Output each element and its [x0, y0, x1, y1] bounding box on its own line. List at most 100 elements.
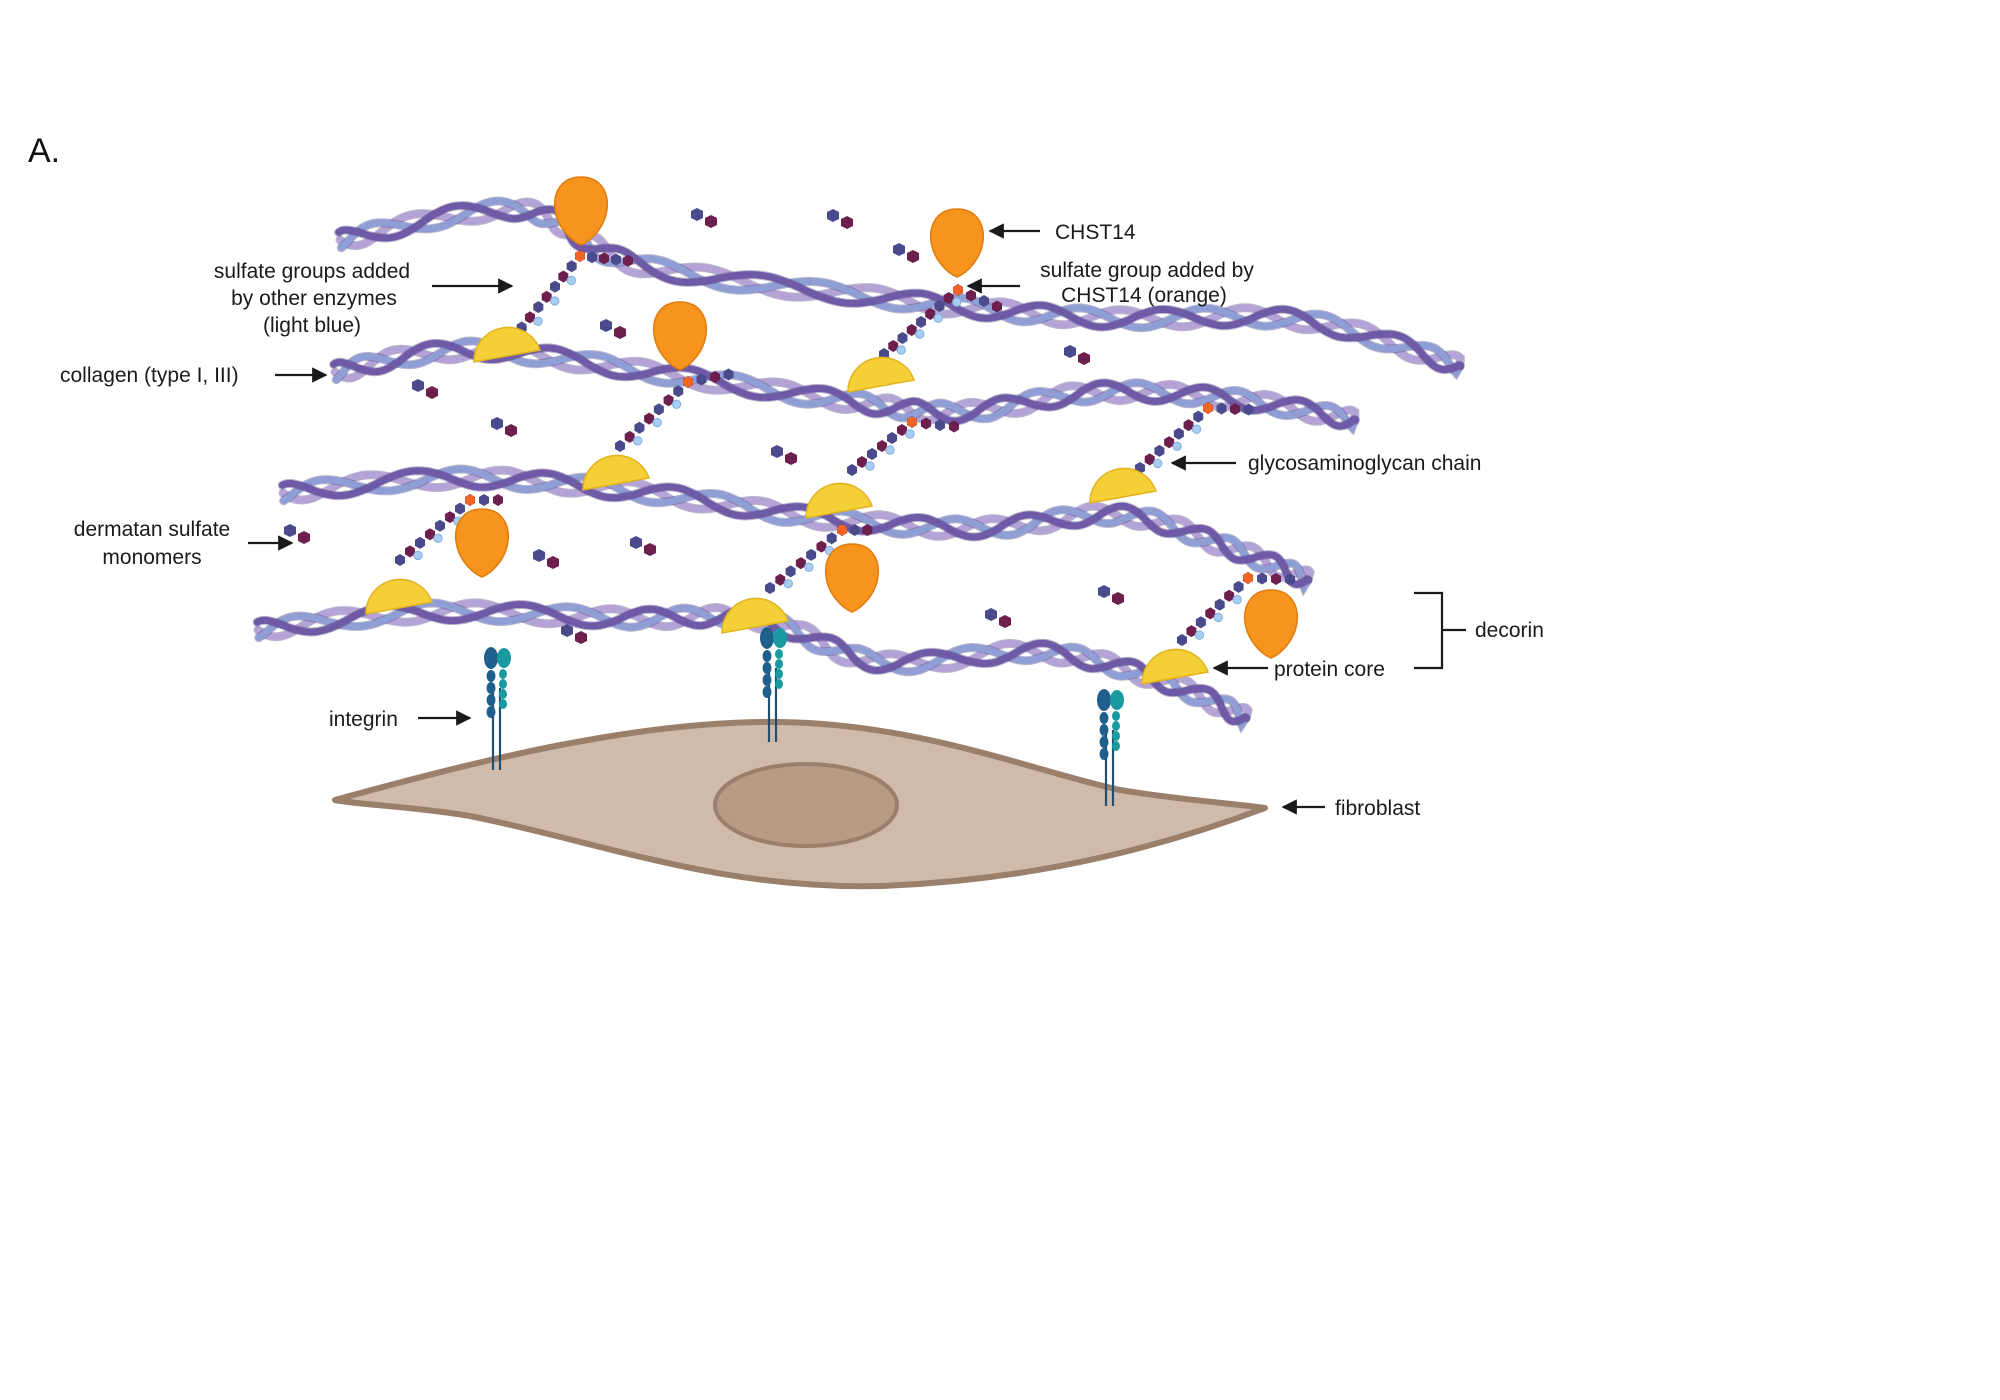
label-dermatan-line2: monomers — [102, 546, 201, 569]
integrin-domain — [486, 682, 496, 694]
ds-monomer — [771, 445, 797, 465]
sulfate-group-light-blue — [1194, 630, 1205, 640]
integrin-domain — [1112, 711, 1120, 721]
integrin-alpha-head — [760, 627, 774, 649]
gag-unit — [525, 311, 535, 324]
label-integrin: integrin — [329, 708, 398, 731]
gag-unit — [934, 300, 945, 312]
collagen-fibril — [277, 464, 1315, 597]
gag-unit — [765, 582, 775, 594]
label-dermatan-line1: dermatan sulfate — [74, 518, 230, 541]
chst14-enzyme — [1243, 589, 1299, 659]
integrin-beta-head — [773, 628, 787, 648]
gag-chain — [1177, 572, 1295, 646]
gag-unit — [425, 528, 435, 541]
gag-unit — [857, 456, 867, 468]
gag-unit — [1243, 403, 1254, 416]
gag-unit — [887, 432, 897, 444]
gag-unit — [1193, 410, 1204, 423]
ds-monomer — [893, 243, 919, 263]
sulfate-group-light-blue — [1153, 458, 1163, 469]
gag-unit — [710, 371, 720, 383]
gag-unit — [785, 565, 796, 578]
sulfate-group-light-blue — [865, 461, 875, 471]
label-gag-chain: glycosaminoglycan chain — [1248, 452, 1481, 475]
gag-chain — [395, 494, 503, 566]
integrin-alpha-head — [484, 647, 498, 669]
glycosaminoglycan-chains — [395, 250, 1295, 646]
gag-chain — [615, 368, 734, 452]
ds-monomer — [533, 549, 559, 569]
sulfate-group-light-blue — [413, 550, 423, 561]
integrin-domain — [1099, 712, 1109, 724]
integrin-domain — [486, 670, 496, 682]
gag-unit — [877, 440, 887, 452]
sulfate-group-light-blue — [433, 533, 443, 543]
gag-unit — [624, 430, 635, 443]
gag-unit — [1285, 573, 1295, 586]
sulfate-group-light-blue — [1172, 441, 1182, 451]
gag-unit — [1224, 589, 1235, 602]
sulfate-group-light-blue — [566, 275, 577, 286]
gag-unit — [1214, 598, 1225, 611]
gag-unit — [949, 420, 959, 433]
sulfate-group-orange — [574, 250, 586, 262]
gag-unit — [1183, 419, 1194, 432]
gag-chain — [765, 524, 873, 594]
sulfate-group-light-blue — [1191, 424, 1202, 434]
sulfate-group-orange — [1242, 572, 1254, 584]
gag-unit — [611, 253, 621, 266]
sulfate-group-orange — [952, 284, 964, 296]
integrin-alpha-head — [1097, 689, 1111, 711]
integrins — [484, 627, 1124, 806]
gag-unit — [1271, 573, 1281, 585]
gag-unit — [888, 340, 899, 352]
gag-unit — [663, 394, 674, 407]
sulfate-group-light-blue — [1232, 595, 1242, 605]
integrin-domain — [499, 699, 507, 709]
gag-chain — [879, 284, 1002, 360]
collagen-strand — [278, 467, 1312, 588]
gag-unit — [673, 385, 684, 398]
integrin-domain — [499, 679, 507, 689]
label-sulfate-other-line2: by other enzymes — [231, 287, 397, 310]
sulfate-group-light-blue — [905, 429, 915, 439]
integrin-domain — [762, 662, 772, 674]
gag-unit — [455, 502, 465, 515]
gag-unit — [533, 301, 544, 314]
gag-unit — [1177, 634, 1187, 646]
integrin-domain — [762, 686, 772, 698]
sulfate-group-light-blue — [952, 297, 962, 307]
chst14-enzyme — [454, 508, 510, 578]
integrin-domain — [499, 669, 507, 679]
gag-unit — [916, 316, 926, 328]
gag-unit — [634, 421, 645, 434]
label-chst14: CHST14 — [1055, 221, 1136, 244]
gag-unit — [445, 511, 455, 524]
integrin-domain — [486, 694, 496, 706]
ds-monomer — [985, 608, 1011, 628]
fibroblast-nucleus — [713, 762, 899, 848]
integrin-domain — [775, 669, 783, 679]
sulfate-group-orange — [836, 524, 848, 536]
gag-unit — [558, 270, 569, 283]
gag-unit — [395, 554, 405, 566]
gag-unit — [493, 494, 503, 506]
label-collagen: collagen (type I, III) — [60, 364, 239, 387]
sulfate-group-orange — [906, 416, 918, 428]
integrin — [1097, 689, 1124, 806]
sulfate-group-orange — [464, 494, 476, 506]
gag-unit — [435, 519, 445, 532]
gag-unit — [566, 260, 577, 273]
integrin-domain — [1112, 741, 1120, 751]
gag-unit — [867, 448, 877, 460]
gag-unit — [847, 464, 857, 476]
gag-unit — [550, 280, 560, 293]
sulfate-group-light-blue — [915, 329, 925, 339]
gag-unit — [826, 532, 837, 545]
integrin-domain — [486, 706, 496, 718]
gag-unit — [1195, 616, 1206, 629]
decorin-collagen-diagram: A. — [28, 132, 1544, 890]
gag-unit — [935, 419, 945, 431]
gag-unit — [897, 424, 907, 436]
